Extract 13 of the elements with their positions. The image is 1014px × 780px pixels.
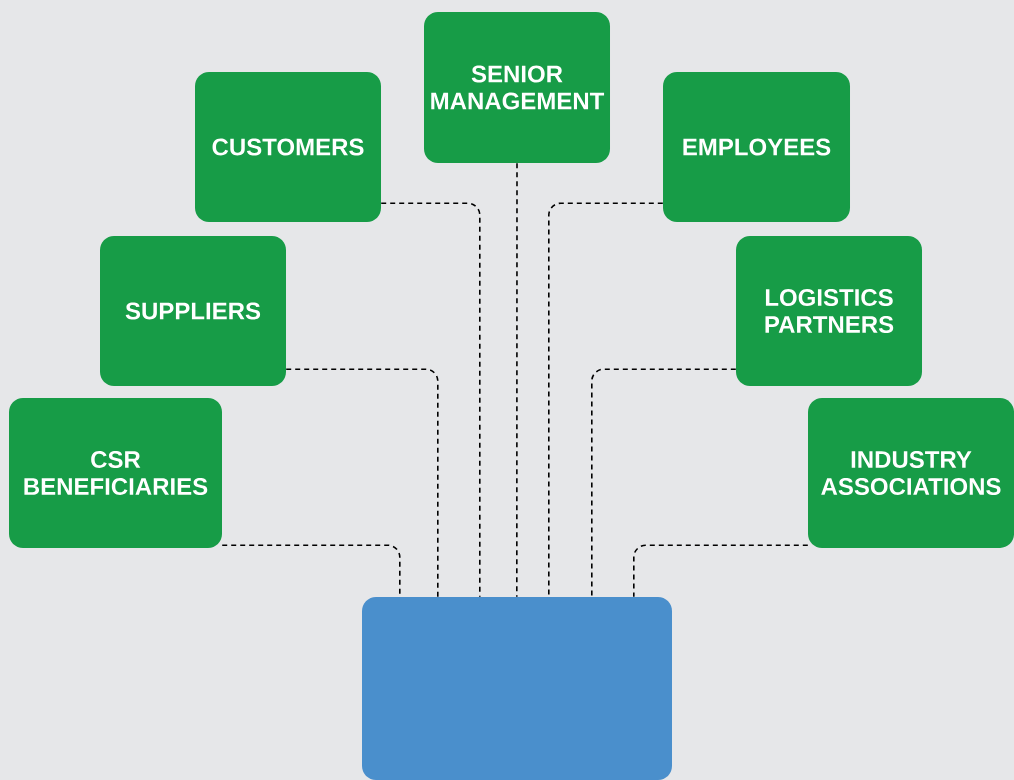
company-box — [362, 597, 672, 780]
dashed-connector — [633, 544, 809, 598]
stakeholder-box: SUPPLIERS — [100, 236, 286, 386]
dashed-connector — [591, 368, 737, 598]
dashed-connector — [380, 202, 481, 598]
stakeholder-box: CUSTOMERS — [195, 72, 381, 222]
stakeholder-box: INDUSTRY ASSOCIATIONS — [808, 398, 1014, 548]
stakeholder-box: EMPLOYEES — [663, 72, 850, 222]
dashed-connector — [285, 368, 439, 598]
stakeholder-box: LOGISTICS PARTNERS — [736, 236, 922, 386]
stakeholder-box: CSR BENEFICIARIES — [9, 398, 222, 548]
dashed-connector — [516, 162, 518, 598]
stakeholder-box: SENIOR MANAGEMENT — [424, 12, 610, 163]
